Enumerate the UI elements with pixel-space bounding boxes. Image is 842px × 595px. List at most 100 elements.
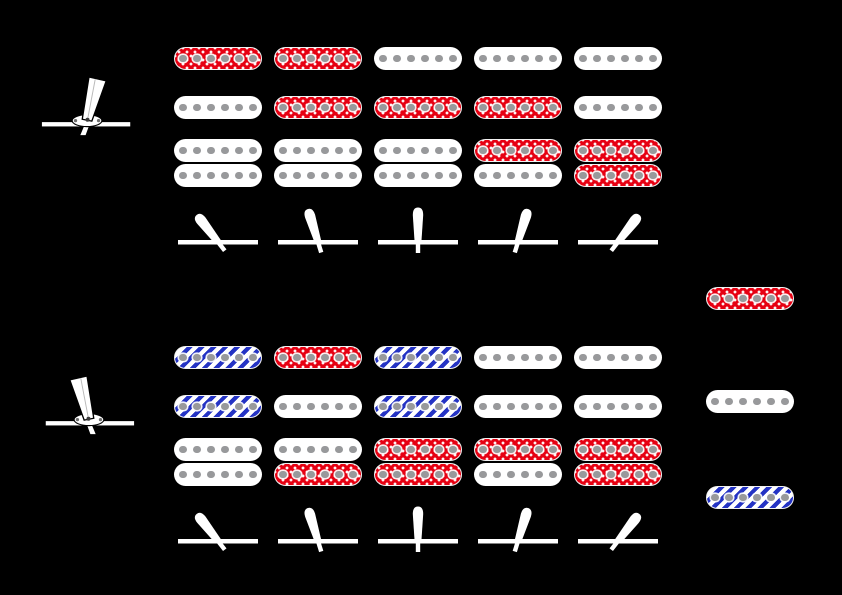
pole-piece xyxy=(193,353,201,362)
pole-piece xyxy=(307,402,315,411)
pole-piece xyxy=(307,470,315,479)
pole-piece xyxy=(379,353,387,362)
pole-piece xyxy=(207,470,215,479)
lever-switch-icon xyxy=(45,375,135,435)
pole-piece xyxy=(193,54,201,63)
pole-piece xyxy=(307,171,315,180)
pole-piece xyxy=(349,171,357,180)
pole-piece xyxy=(635,402,643,411)
pole-piece xyxy=(493,402,501,411)
pole-piece xyxy=(335,146,343,155)
pole-piece xyxy=(607,103,615,112)
lever-position-icon xyxy=(378,207,458,253)
pole-piece xyxy=(479,353,487,362)
pole-piece xyxy=(521,470,529,479)
pole-piece xyxy=(593,103,601,112)
pole-piece xyxy=(335,402,343,411)
pole-piece xyxy=(207,353,215,362)
neck-pickup xyxy=(274,346,362,369)
pole-piece xyxy=(535,54,543,63)
pole-piece xyxy=(435,54,443,63)
bridge-coil-bottom xyxy=(574,164,662,187)
bridge-humbucker xyxy=(274,139,362,187)
bridge-humbucker xyxy=(174,139,262,187)
pole-piece xyxy=(407,103,415,112)
pole-piece xyxy=(521,402,529,411)
pole-piece xyxy=(379,54,387,63)
pole-piece xyxy=(649,353,657,362)
pole-piece xyxy=(549,171,557,180)
pole-piece xyxy=(753,397,761,406)
pole-piece xyxy=(593,353,601,362)
neck-pickup xyxy=(174,346,262,369)
pole-piece xyxy=(649,146,657,155)
bridge-coil-top xyxy=(274,438,362,461)
pole-piece xyxy=(293,146,301,155)
pole-piece xyxy=(179,402,187,411)
pole-piece xyxy=(393,146,401,155)
pole-piece xyxy=(711,397,719,406)
pole-piece xyxy=(635,146,643,155)
pole-piece xyxy=(549,445,557,454)
pole-piece xyxy=(739,294,747,303)
pole-piece xyxy=(549,146,557,155)
pole-piece xyxy=(349,146,357,155)
diagram-top xyxy=(0,0,842,270)
pole-piece xyxy=(521,54,529,63)
pole-piece xyxy=(179,445,187,454)
pole-piece xyxy=(549,402,557,411)
pole-piece xyxy=(393,402,401,411)
pole-piece xyxy=(407,54,415,63)
bridge-humbucker xyxy=(374,438,462,486)
pole-piece xyxy=(535,353,543,362)
bridge-coil-top xyxy=(174,139,262,162)
pole-piece xyxy=(579,171,587,180)
pole-piece xyxy=(379,103,387,112)
bridge-coil-bottom xyxy=(274,463,362,486)
pole-piece xyxy=(711,294,719,303)
pole-piece xyxy=(235,402,243,411)
pole-piece xyxy=(649,402,657,411)
middle-pickup xyxy=(174,96,262,119)
pole-piece xyxy=(479,54,487,63)
pole-piece xyxy=(767,493,775,502)
pole-piece xyxy=(335,353,343,362)
pole-piece xyxy=(235,353,243,362)
pole-piece xyxy=(493,103,501,112)
pole-piece xyxy=(493,445,501,454)
pole-piece xyxy=(521,146,529,155)
pole-piece xyxy=(607,470,615,479)
pole-piece xyxy=(307,54,315,63)
pole-piece xyxy=(321,146,329,155)
pole-piece xyxy=(307,445,315,454)
pole-piece xyxy=(593,402,601,411)
pole-piece xyxy=(293,445,301,454)
pole-piece xyxy=(479,146,487,155)
pole-piece xyxy=(335,470,343,479)
pole-piece xyxy=(621,54,629,63)
pole-piece xyxy=(421,402,429,411)
pole-piece xyxy=(335,54,343,63)
pole-piece xyxy=(739,397,747,406)
pole-piece xyxy=(193,171,201,180)
pole-piece xyxy=(179,171,187,180)
pole-piece xyxy=(179,103,187,112)
pole-piece xyxy=(249,103,257,112)
pole-piece xyxy=(249,470,257,479)
bridge-coil-bottom xyxy=(474,164,562,187)
lever-position-icon xyxy=(578,512,658,552)
positions-grid-top xyxy=(0,0,842,270)
pole-piece xyxy=(193,470,201,479)
pole-piece xyxy=(753,493,761,502)
pole-piece xyxy=(549,103,557,112)
pole-piece xyxy=(179,54,187,63)
pole-piece xyxy=(635,103,643,112)
pole-piece xyxy=(349,353,357,362)
pole-piece xyxy=(579,445,587,454)
pole-piece xyxy=(621,103,629,112)
pole-piece xyxy=(435,353,443,362)
pole-piece xyxy=(193,103,201,112)
neck-pickup xyxy=(274,47,362,70)
pole-piece xyxy=(635,470,643,479)
pole-piece xyxy=(521,353,529,362)
